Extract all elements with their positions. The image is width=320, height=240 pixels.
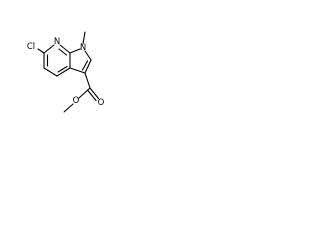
atom-ester-ether-oxygen: O bbox=[73, 96, 80, 106]
bond-c7a-n7 bbox=[69, 48, 81, 54]
bond-c5-c4a bbox=[69, 67, 86, 74]
bond-carbonyl-o-double-b bbox=[86, 89, 97, 102]
molecule-structure: Cl N N O O bbox=[27, 31, 105, 113]
bond-c4-c4a-inner bbox=[57, 65, 68, 73]
bond-n7-methyl bbox=[82, 31, 86, 45]
bond-carbonyl-o-ether bbox=[78, 87, 91, 99]
atom-ester-carbonyl-oxygen: O bbox=[98, 98, 105, 108]
atom-chlorine: Cl bbox=[27, 42, 35, 52]
bond-c7a-n1 bbox=[59, 44, 71, 54]
bond-c5-carbonyl bbox=[84, 72, 91, 89]
bond-c4-c4a bbox=[56, 67, 71, 77]
bond-n7-c6 bbox=[84, 50, 92, 61]
label-layer: Cl N N O O bbox=[27, 37, 105, 108]
bond-c7a-n1-inner bbox=[58, 48, 68, 56]
bond-n3-c4 bbox=[43, 67, 58, 77]
bond-c6-c5-inner bbox=[81, 60, 89, 71]
bond-layer bbox=[37, 31, 100, 113]
bond-c6-c5 bbox=[84, 59, 92, 74]
bond-o-methyl bbox=[63, 103, 74, 113]
atom-nitrogen-n7: N bbox=[80, 43, 86, 53]
bond-c2-cl bbox=[37, 48, 45, 54]
bond-carbonyl-o-double-a bbox=[89, 87, 100, 100]
bond-c2-n1 bbox=[43, 44, 55, 54]
atom-nitrogen-n1: N bbox=[54, 37, 60, 47]
